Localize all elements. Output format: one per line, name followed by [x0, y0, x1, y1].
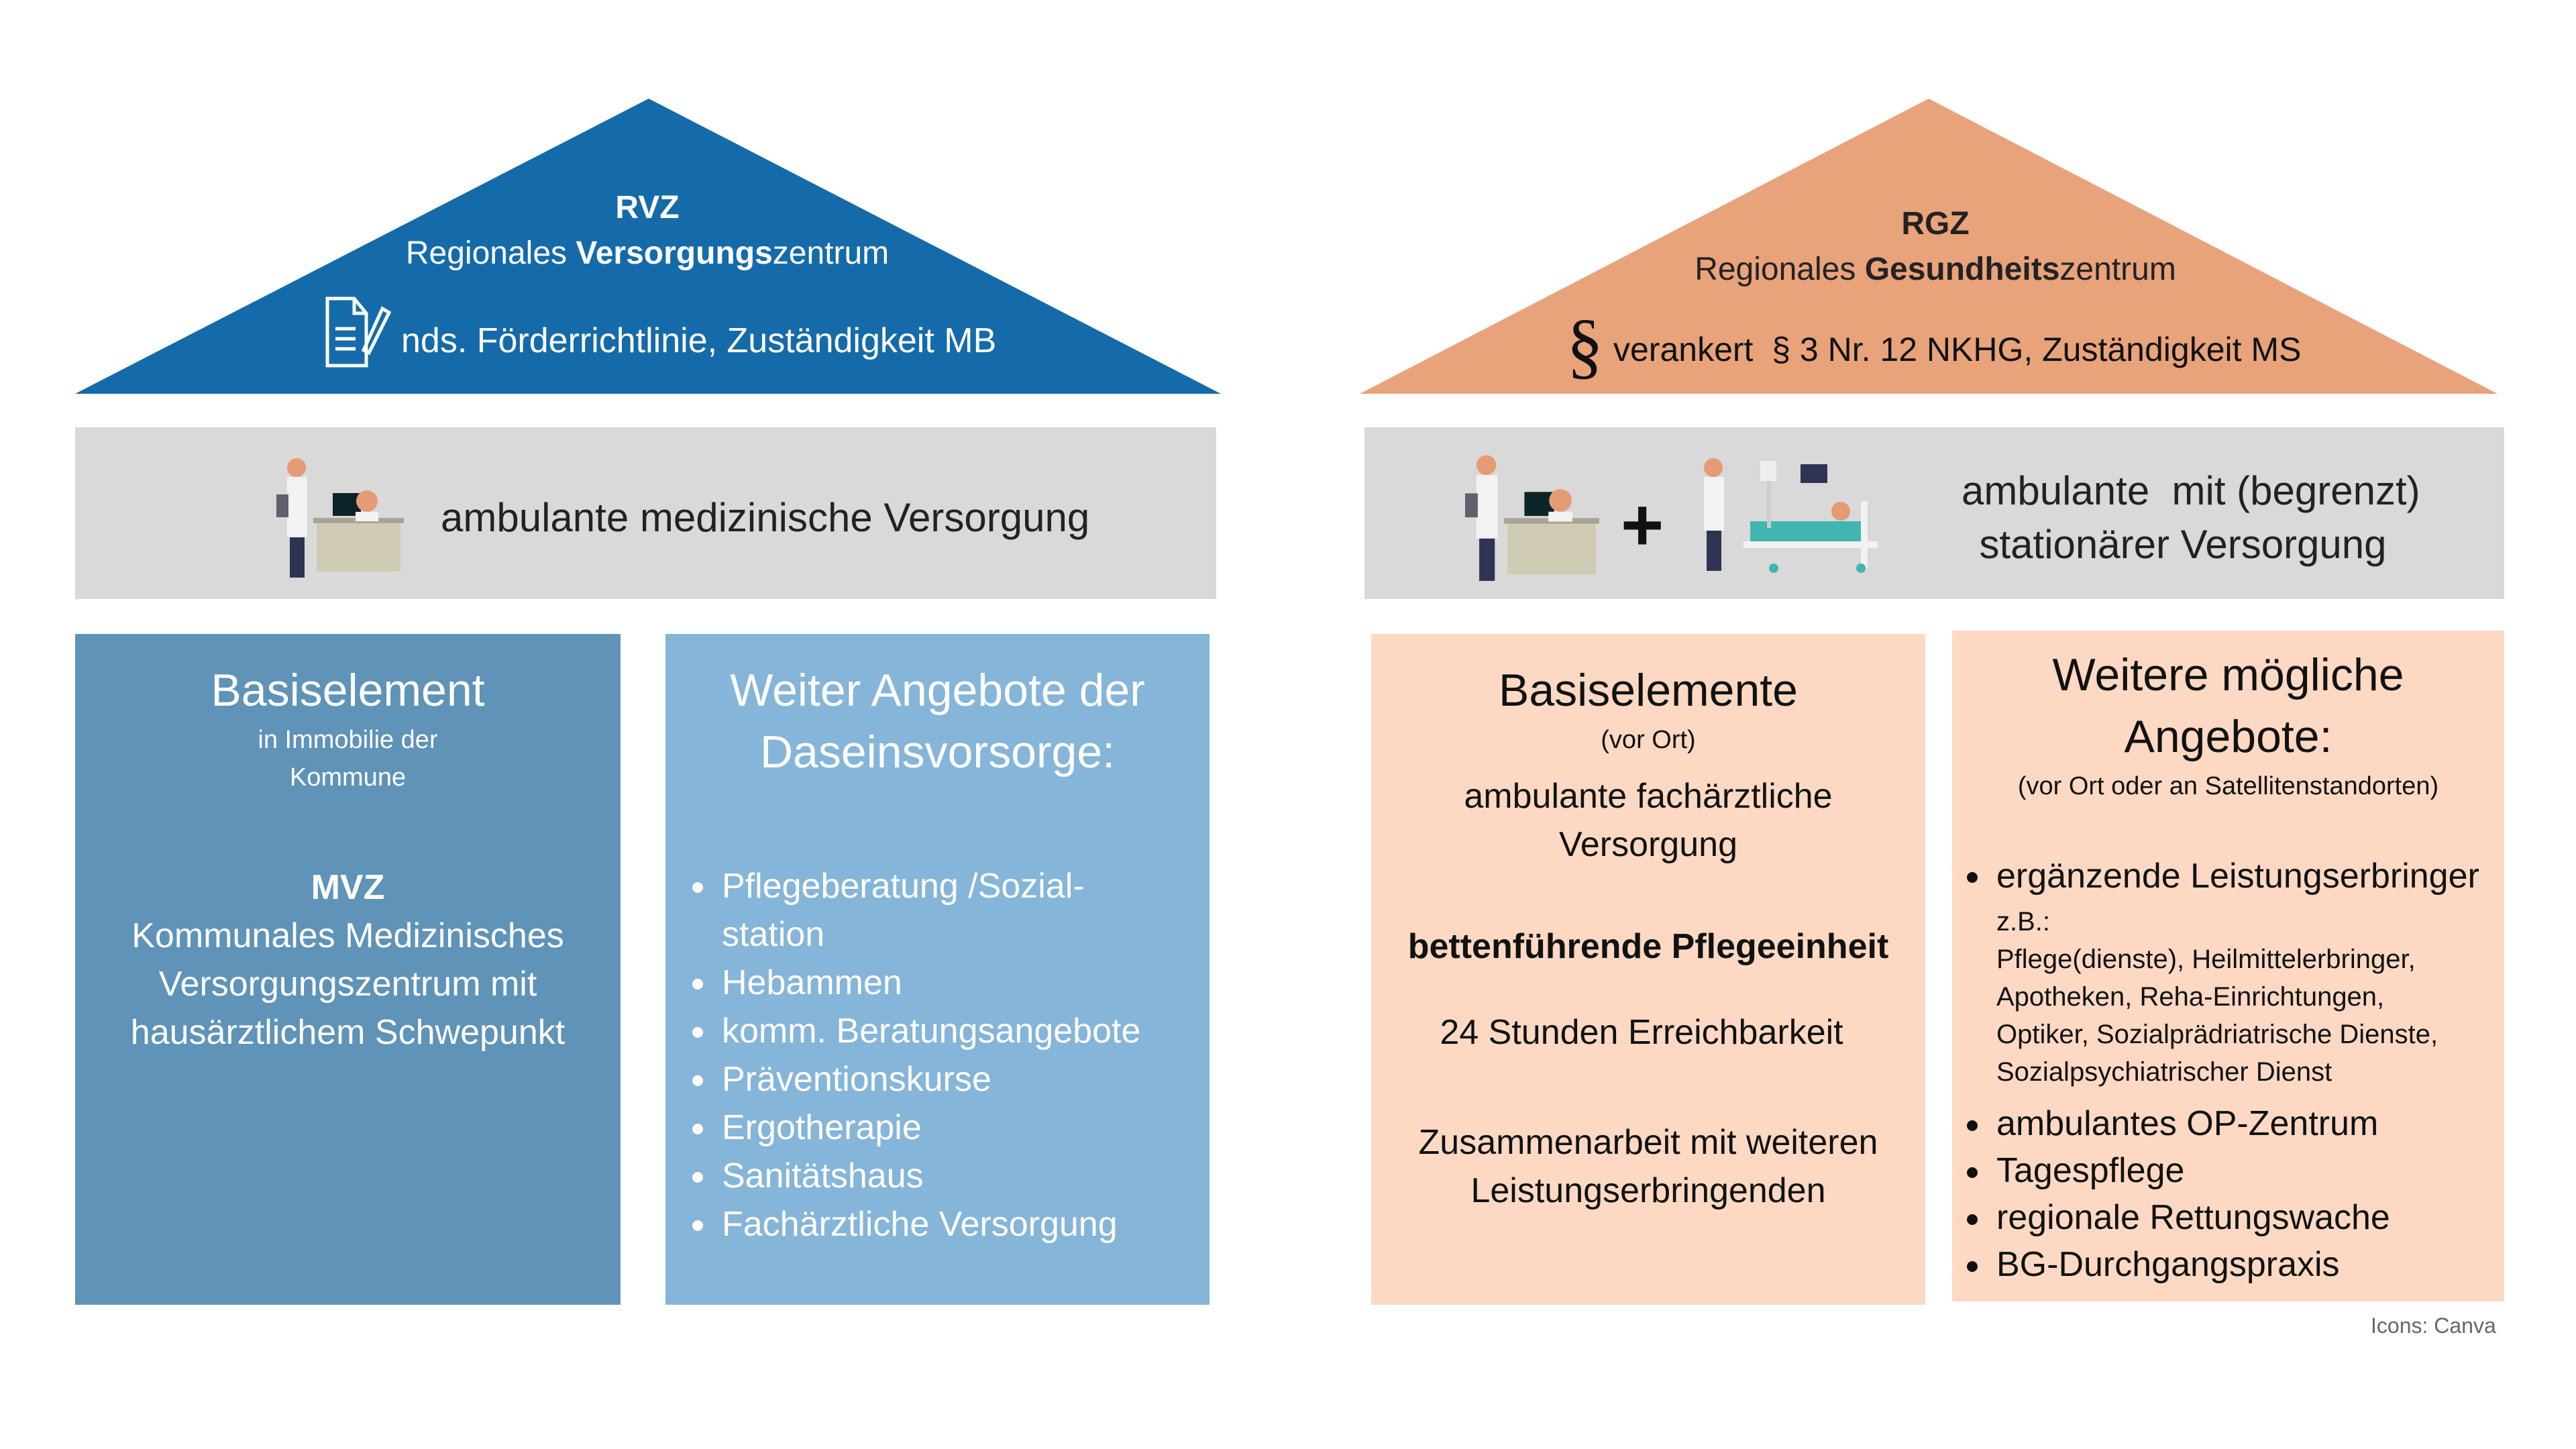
list-item: ergänzende Leistungserbringer z.B.: Pfle… [1966, 852, 2504, 1091]
box1-sub1: in Immobilie der [258, 726, 438, 754]
daseinsvorsorge-box: Weiter Angebote der Daseinsvorsorge: Pfl… [665, 634, 1210, 1305]
rgz-name: Regionales Gesundheitszentrum [1476, 247, 2395, 292]
rvz-name-bold: Versorgungs [576, 235, 773, 271]
paragraph-icon: § [1566, 305, 1603, 386]
roofs [75, 99, 2498, 394]
rvz-name-post: zentrum [772, 235, 890, 271]
right-care-text: ambulante mit (begrenzt) stationärer Ver… [1962, 464, 2420, 572]
examples: z.B.: Pflege(dienste), Heilmittelerbring… [1996, 903, 2504, 1091]
box1-mvz: MVZ [311, 868, 385, 907]
rvz-name: Regionales Versorgungszentrum [201, 231, 1093, 276]
examples-label: z.B.: [1996, 907, 2051, 936]
list-item: regionale Rettungswache [1966, 1194, 2504, 1241]
hospital-bed-icon [1693, 447, 1888, 582]
example-line: Apotheken, Reha-Einrichtungen, [1996, 982, 2385, 1012]
icons-credit: Icons: Canva [2371, 1313, 2496, 1338]
box3-title: Basiselemente [1498, 665, 1799, 716]
example-line: Pflege(dienste), Heilmittelerbringer, [1996, 945, 2416, 974]
box4-title1: Weitere mögliche [2052, 649, 2404, 700]
rvz-header: RVZ Regionales Versorgungszentrum [201, 185, 1093, 276]
example-line: Sozialpsychiatrischer Dienst [1996, 1057, 2332, 1087]
list-item: ambulantes OP-Zentrum [1966, 1100, 2504, 1147]
box1-sub2: Kommune [289, 763, 407, 792]
rgz-name-post: zentrum [2059, 252, 2176, 287]
rgz-abbr: RGZ [1901, 206, 1970, 241]
box3-sub: (vor Ort) [1601, 726, 1696, 754]
box4-title2: Angebote: [2124, 711, 2332, 762]
box4-sub: (vor Ort oder an Satellitenstandorten) [2017, 772, 2439, 800]
box2-title1: Weiter Angebote der [730, 665, 1145, 716]
list-item: BG-Durchgangspraxis [1966, 1241, 2504, 1288]
rvz-basis: nds. Förderrichtlinie, Zuständigkeit MB [401, 321, 997, 360]
rgz-roof [1360, 99, 2498, 394]
rvz-abbr: RVZ [615, 190, 680, 225]
box4-list: ergänzende Leistungserbringer z.B.: Pfle… [1966, 852, 2504, 1288]
box2-title2: Daseinsvorsorge: [759, 727, 1116, 777]
rgz-header: RGZ Regionales Gesundheitszentrum [1476, 201, 2395, 292]
box3-item4: Zusammenarbeit mit weiteren Leistungserb… [1418, 1123, 1878, 1210]
box3-item1: ambulante fachärztliche Versorgung [1464, 777, 1833, 864]
list-item: Hebammen [691, 959, 1161, 1007]
rvz-roof [75, 99, 1221, 394]
list-item: Fachärztliche Versorgung [691, 1200, 1161, 1248]
rgz-basis: verankert § 3 Nr. 12 NKHG, Zuständigkeit… [1613, 331, 2302, 368]
box1-title: Basiselement [211, 665, 485, 716]
right-care-line2: stationärer Versorgung [1979, 522, 2387, 567]
doctors-desk-icon [276, 447, 404, 582]
right-care-line1: ambulante mit (begrenzt) [1962, 468, 2420, 513]
basiselement-box: Basiselement in Immobilie der Kommune MV… [75, 634, 621, 1305]
box1-line: Versorgungszentrum mit [158, 965, 537, 1004]
list-item: komm. Beratungsangebote [691, 1007, 1161, 1055]
example-line: Optiker, Sozialprädriatrische Dienste, [1996, 1020, 2438, 1049]
box3-item3: 24 Stunden Erreichbarkeit [1440, 1013, 1843, 1052]
rgz-name-pre: Regionales [1695, 252, 1865, 287]
box3-item2: bettenführende Pflegeeinheit [1407, 927, 1889, 966]
plus-icon: + [1621, 484, 1664, 566]
list-item-label: ergänzende Leistungserbringer [1996, 857, 2479, 896]
doctors-desk-icon [1465, 441, 1599, 588]
document-pen-icon [322, 295, 396, 369]
box1-line: hausärztlichem Schwepunkt [130, 1013, 566, 1052]
left-care-bar: ambulante medizinische Versorgung [75, 427, 1216, 599]
list-item: Pflegeberatung /Sozial-station [691, 862, 1161, 959]
left-care-text: ambulante medizinische Versorgung [441, 495, 1090, 540]
box1-line: Kommunales Medizinisches [131, 916, 564, 955]
list-item: Tagespflege [1966, 1147, 2504, 1194]
box2-list: Pflegeberatung /Sozial-station Hebammen … [691, 862, 1161, 1248]
rvz-name-pre: Regionales [405, 235, 576, 271]
basiselemente-box: Basiselemente (vor Ort) ambulante fachär… [1371, 634, 1925, 1305]
rgz-name-bold: Gesundheits [1864, 252, 2060, 287]
right-care-bar: + ambulante mit (begrenzt) stationärer V… [1364, 427, 2504, 599]
list-item: Sanitätshaus [691, 1152, 1161, 1200]
list-item: Präventionskurse [691, 1055, 1161, 1104]
list-item: Ergotherapie [691, 1104, 1161, 1152]
weitere-angebote-box: Weitere mögliche Angebote: (vor Ort oder… [1952, 631, 2504, 1301]
